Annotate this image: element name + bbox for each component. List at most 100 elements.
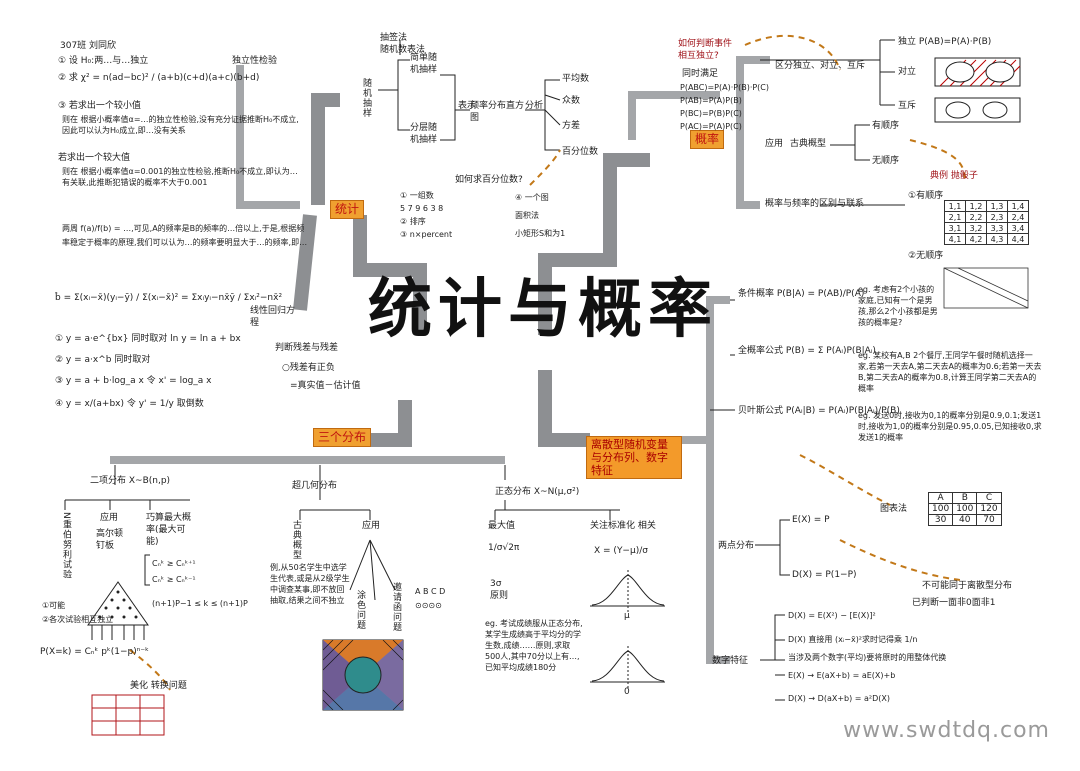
- two-point-note2: 已判断一面非0面非1: [912, 598, 996, 608]
- frequency-histogram: 频率分布直方图: [470, 101, 525, 123]
- pct-step-5: ④ 一个图: [515, 193, 549, 202]
- analysis-label: 分析: [525, 101, 544, 111]
- transform-3: ③ y = a + b·log_a x 令 x' = log_a x: [55, 376, 212, 386]
- indep-def: 独立 P(AB)=P(A)·P(B): [898, 37, 992, 47]
- bernoulli-cond-1: ①可能: [42, 601, 66, 610]
- abc-cell: 120: [976, 503, 1002, 515]
- variance-label: 方差: [562, 121, 581, 131]
- indep-question: 如何判断事件相互独立?: [678, 39, 733, 61]
- abc-cell: 70: [976, 514, 1002, 526]
- simultaneous-label: 同时满足: [682, 69, 719, 79]
- stats-down: [293, 214, 317, 311]
- hypergeometric-dist: 超几何分布: [292, 481, 338, 491]
- transform-4: ④ y = x/(a+bx) 令 y' = 1/y 取倒数: [55, 399, 204, 409]
- mode-label: 众数: [562, 96, 581, 106]
- transform-1: ① y = a·e^{bx} 同时取对 ln y = ln a + bx: [55, 334, 241, 344]
- percentile-question: 如何求百分位数?: [455, 175, 523, 185]
- hyper-apply: 应用: [362, 521, 381, 531]
- galton-board: 高尔顿钉板: [96, 529, 124, 551]
- abc-cell: 40: [952, 514, 978, 526]
- two-point-ex: E(X) = P: [792, 515, 830, 525]
- mean-label: 平均数: [562, 74, 590, 84]
- digital-features: 数字特征: [712, 656, 749, 666]
- independence-test: 独立性检验: [232, 56, 278, 66]
- chi-formula: ② 求 χ² = n(ad−bc)² / (a+b)(c+d)(a+c)(b+d…: [58, 73, 260, 83]
- represent-label: 表示: [458, 101, 477, 111]
- abcd-letters: A B C D: [415, 587, 446, 596]
- feature-d1: D(X) = E(X²) − [E(X)]²: [788, 611, 876, 620]
- pct-step-6: 面积法: [515, 211, 539, 220]
- distinguish-label: 区分独立、对立、互斥: [775, 61, 866, 71]
- three-sigma-rule: 3σ原则: [490, 579, 509, 601]
- max-prob-ineq-1: Cₙᵏ ≥ Cₙᵏ⁺¹: [152, 559, 196, 568]
- branch-to-three: [370, 400, 412, 447]
- bernoulli-cond-2: ②各次试验相互独立: [42, 615, 114, 624]
- hyper-classical: 古典概型: [291, 520, 301, 560]
- indep-eq3: P(BC)=P(B)P(C): [680, 109, 742, 118]
- abc-cell: 30: [927, 514, 954, 526]
- branch-tag-prob: 概率: [690, 130, 725, 149]
- two-point-dx: D(X) = P(1−P): [792, 570, 857, 580]
- pct-step-4: ③ n×percent: [400, 230, 453, 239]
- feature-d3: 当涉及两个数字(平均)要将原时的用整体代换: [788, 653, 947, 662]
- big-value-desc: 则在 根据小概率值α=0.001的独立性检验,推断H₀不成立,即认为…有关联,此…: [62, 167, 298, 187]
- total-prob-example: eg. 某校有A,B 2个餐厅,王同学午餐时随机选择一家,若第一天去A,第二天去…: [858, 351, 1042, 393]
- pct-step-7: 小矩形S和为1: [515, 229, 566, 238]
- max-prob-ineq-2: Cₙᵏ ≥ Cₙᵏ⁻¹: [152, 575, 196, 584]
- hyper-example: 例,从50名学生中选学生代表,或是从2级学生中调查某事,即不放回抽取,结果之间不…: [270, 563, 350, 605]
- max-prob-range: (n+1)P−1 ≤ k ≤ (n+1)P: [152, 599, 248, 608]
- stats-up: [311, 93, 340, 205]
- pct-step-2: 5 7 9 6 3 8: [400, 204, 444, 213]
- random-sampling: 随机抽样: [361, 78, 371, 118]
- abc-cell: 100: [927, 503, 954, 515]
- binomial-dist: 二项分布 X~B(n,p): [90, 476, 171, 486]
- big-value-note: 若求出一个较大值: [58, 153, 131, 163]
- branch-to-discrete: [538, 370, 590, 447]
- ordered-label: 有顺序: [872, 121, 900, 131]
- standardization-formula: X = (Y−μ)/σ: [594, 546, 648, 556]
- conditional-example: eg. 考虑有2个小孩的家庭,已知有一个是男孩,那么2个小孩都是男孩的概率是?: [858, 285, 938, 327]
- max-prob: 巧算最大概率(最大可能): [146, 513, 192, 547]
- bayes-example: eg. 发送0时,接收为0,1的概率分别是0.9,0.1;发送1时,接收为1,0…: [858, 411, 1042, 442]
- branch-to-stats: [353, 215, 427, 330]
- small-value-note: ③ 若求出一个较小值: [58, 101, 141, 111]
- beautify-label: 美化 转换问题: [130, 681, 187, 691]
- branch-tag-three: 三个分布: [313, 428, 372, 447]
- branch-tag-discrete: 离散型随机变量与分布列、数字特征: [586, 436, 682, 479]
- residual-note: ○残差有正负: [282, 363, 335, 373]
- abc-header-c: C: [976, 492, 1002, 504]
- branch-to-prob: [538, 153, 650, 335]
- total-prob: 全概率公式 P(B) = Σ P(Aᵢ)P(B|Aᵢ): [738, 346, 876, 356]
- abc-header-b: B: [952, 492, 978, 504]
- two-point-dist: 两点分布: [718, 541, 755, 551]
- transform-2: ② y = a·x^b 同时取对: [55, 355, 151, 365]
- normal-example: eg. 考试成绩服从正态分布,某学生成绩高于平均分的学生数,成绩……原则,求取5…: [485, 619, 583, 672]
- layered-sampling: 分层随机抽样: [410, 123, 438, 145]
- zero-label: 0: [624, 687, 630, 697]
- stats-left-branch: [236, 65, 300, 209]
- percentile-label: 百分位数: [562, 147, 599, 157]
- coloring-problem: 涂色问题: [355, 590, 365, 630]
- pct-step-1: ① 一组数: [400, 191, 434, 200]
- normal-dist: 正态分布 X~N(μ,σ²): [495, 487, 580, 497]
- author-header: 307班 刘同欣: [60, 41, 117, 51]
- pct-step-3: ② 排序: [400, 217, 426, 226]
- bernoulli-label: N重伯努利试验: [61, 512, 71, 580]
- frequency-compare: 两周 f(a)/f(b) = …,可见,A的频率是B的频率的…倍以上,于是,根据…: [62, 224, 308, 247]
- binomial-pmf: P(X=k) = Cₙᵏ pᵏ(1−p)ⁿ⁻ᵏ: [40, 647, 149, 657]
- unordered-example: ②无顺序: [908, 251, 944, 261]
- freq-vs-prob: 概率与频率的区别与联系: [765, 199, 865, 209]
- small-value-desc: 则在 根据小概率值α=…的独立性检验,没有充分证据推断H₀不成立,因此可以认为H…: [62, 115, 299, 135]
- sampling-methods-note: 抽签法 随机数表法: [380, 33, 426, 55]
- indep-eq4: P(AC)=P(A)P(C): [680, 122, 742, 131]
- invitation-problem: 邀请函问题: [391, 582, 401, 632]
- feature-d2: D(X) 直接用 (xᵢ−x̄)²求时记得乘 1/n: [788, 635, 918, 644]
- residual-label: 判断残差与残差: [275, 343, 339, 353]
- branch-tag-stats: 统计: [330, 200, 365, 219]
- ordered-example: ①有顺序: [908, 191, 944, 201]
- two-point-note: 不可能同于离散型分布: [922, 581, 1013, 591]
- oppose-label: 对立: [898, 67, 917, 77]
